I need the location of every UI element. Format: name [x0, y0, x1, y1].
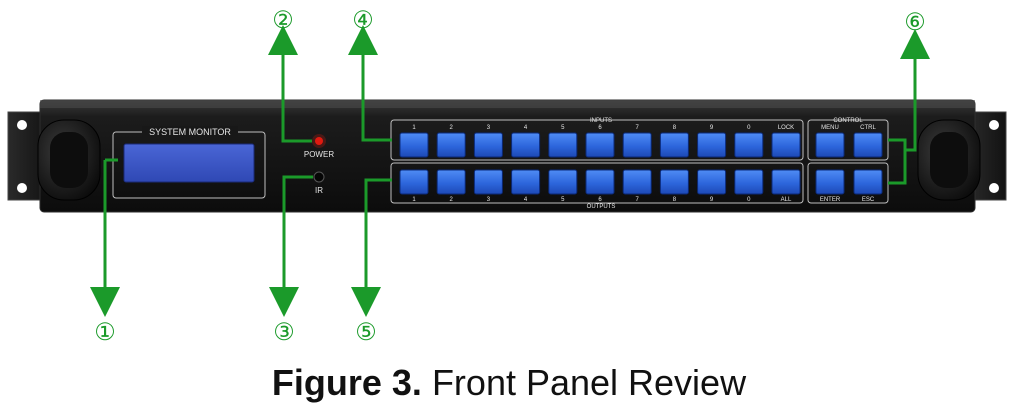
callout-2: ② [272, 6, 294, 34]
input-key-6-button[interactable] [585, 132, 615, 158]
right-ear-hole-top [989, 120, 999, 130]
output-key-4-button[interactable] [511, 169, 541, 195]
callout-1: ① [94, 318, 116, 346]
figure-caption-text: Front Panel Review [421, 362, 747, 403]
inputs-title: INPUTS [590, 118, 612, 124]
input-key-7-label: 7 [636, 125, 640, 131]
figure-caption: Figure 3. Front Panel Review [0, 362, 1018, 404]
output-key-6-label: 6 [598, 197, 602, 203]
input-key-5-button[interactable] [548, 132, 578, 158]
control-key-esc-button[interactable] [853, 169, 883, 195]
output-key-6-button[interactable] [585, 169, 615, 195]
outputs-frame [390, 162, 804, 204]
right-handle-inner [930, 132, 968, 188]
right-ear-hole-bottom [989, 183, 999, 193]
input-key-lock-label: LOCK [778, 125, 794, 131]
control-key-group: MENU CTRL ENTER ESC [815, 125, 883, 203]
output-key-2-button[interactable] [436, 169, 466, 195]
arrow-4 [348, 25, 392, 142]
control-key-enter-label: ENTER [820, 197, 841, 203]
arrow-5 [351, 178, 392, 317]
input-key-2-button[interactable] [436, 132, 466, 158]
output-key-1-label: 1 [412, 197, 416, 203]
output-key-9-button[interactable] [697, 169, 727, 195]
control-title: CONTROL [833, 118, 863, 124]
control-key-menu-button[interactable] [815, 132, 845, 158]
output-key-3-button[interactable] [473, 169, 503, 195]
power-led-glow [312, 134, 326, 148]
control-key-ctrl-button[interactable] [853, 132, 883, 158]
control-key-menu-label: MENU [821, 125, 839, 131]
callout-6: ⑥ [904, 8, 926, 36]
callout-numbers: ① ② ③ ④ ⑤ ⑥ [94, 6, 926, 346]
output-key-8-label: 8 [673, 197, 677, 203]
output-key-7-button[interactable] [622, 169, 652, 195]
input-key-lock-button[interactable] [771, 132, 801, 158]
system-monitor-label: SYSTEM MONITOR [149, 127, 231, 137]
outputs-title: OUTPUTS [587, 204, 616, 210]
input-key-0-button[interactable] [734, 132, 764, 158]
control-key-esc-label: ESC [862, 197, 875, 203]
callout-3: ③ [273, 318, 295, 346]
input-key-9-label: 9 [710, 125, 714, 131]
input-key-1-label: 1 [412, 125, 416, 131]
system-monitor-label-bg [142, 126, 238, 138]
output-key-3-label: 3 [487, 197, 491, 203]
output-key-all-button[interactable] [771, 169, 801, 195]
input-key-0-label: 0 [747, 125, 751, 131]
arrow-3 [269, 175, 313, 317]
left-handle-inner [50, 132, 88, 188]
control-key-ctrl-label: CTRL [860, 125, 876, 131]
input-key-7-button[interactable] [622, 132, 652, 158]
output-key-8-button[interactable] [659, 169, 689, 195]
ir-label: IR [315, 186, 323, 195]
output-key-1-button[interactable] [399, 169, 429, 195]
output-key-all-label: ALL [781, 197, 792, 203]
figure-caption-number: Figure 3. [271, 362, 422, 403]
input-key-3-button[interactable] [473, 132, 503, 158]
left-ear-hole-bottom [17, 183, 27, 193]
lcd-display [123, 143, 255, 183]
output-key-2-label: 2 [450, 197, 454, 203]
input-key-3-label: 3 [487, 125, 491, 131]
input-key-2-label: 2 [450, 125, 454, 131]
input-key-8-label: 8 [673, 125, 677, 131]
input-key-6-label: 6 [598, 125, 602, 131]
arrow-6-top [888, 138, 907, 150]
output-key-row: 1 2 3 4 5 6 7 8 9 0 ALL [399, 169, 801, 203]
left-ear-hole-top [17, 120, 27, 130]
output-key-9-label: 9 [710, 197, 714, 203]
callout-5: ⑤ [355, 318, 377, 346]
front-panel-diagram: SYSTEM MONITOR POWER IR INPUTS OUTPUTS C… [7, 6, 1007, 346]
input-key-4-button[interactable] [511, 132, 541, 158]
output-key-0-label: 0 [747, 197, 751, 203]
control-key-enter-button[interactable] [815, 169, 845, 195]
power-label: POWER [304, 150, 334, 159]
arrow-2 [268, 25, 312, 143]
output-key-5-button[interactable] [548, 169, 578, 195]
output-key-5-label: 5 [561, 197, 565, 203]
input-key-9-button[interactable] [697, 132, 727, 158]
ir-receiver [313, 171, 325, 183]
input-key-4-label: 4 [524, 125, 528, 131]
input-key-8-button[interactable] [659, 132, 689, 158]
input-key-1-button[interactable] [399, 132, 429, 158]
output-key-7-label: 7 [636, 197, 640, 203]
input-key-5-label: 5 [561, 125, 565, 131]
input-key-row: 1 2 3 4 5 6 7 8 9 0 LOCK [399, 125, 801, 158]
power-led [315, 137, 323, 145]
output-key-0-button[interactable] [734, 169, 764, 195]
callout-4: ④ [352, 6, 374, 34]
chassis-top-edge [40, 100, 975, 108]
arrow-6-bottom [888, 29, 930, 185]
callout-arrows [90, 25, 930, 317]
output-key-4-label: 4 [524, 197, 528, 203]
